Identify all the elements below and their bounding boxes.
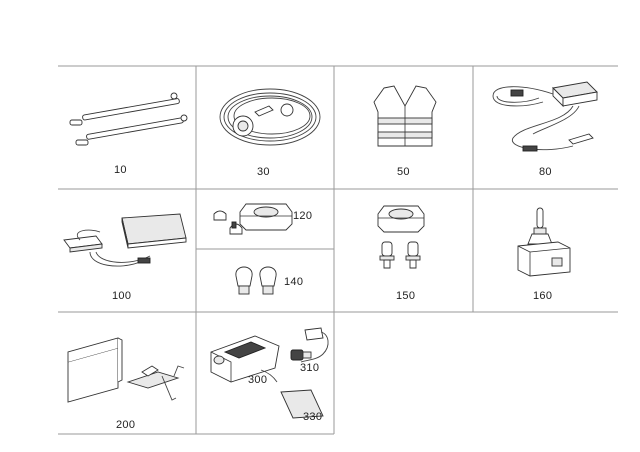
part-number-80: 80 bbox=[539, 166, 552, 178]
spare-bulbs-icon bbox=[235, 266, 277, 295]
compressor-icon bbox=[210, 335, 280, 383]
part-number-120: 120 bbox=[293, 210, 313, 222]
part-number-200: 200 bbox=[116, 419, 136, 431]
tow-bar-icon bbox=[69, 92, 188, 146]
part-number-10: 10 bbox=[114, 164, 127, 176]
part-number-140: 140 bbox=[284, 276, 304, 288]
part-number-160: 160 bbox=[533, 290, 553, 302]
part-number-30: 30 bbox=[257, 166, 270, 178]
adapter-cable-icon bbox=[290, 327, 329, 363]
charger-kit-icon bbox=[63, 213, 187, 267]
jack-and-case-icon bbox=[67, 337, 185, 403]
headlamp-bulb-set-icon bbox=[377, 205, 425, 269]
part-number-330: 330 bbox=[303, 411, 323, 423]
sticker-icon bbox=[280, 389, 324, 419]
part-number-50: 50 bbox=[397, 166, 410, 178]
safety-vest-icon bbox=[373, 85, 437, 147]
part-number-310: 310 bbox=[300, 362, 320, 374]
part-number-150: 150 bbox=[396, 290, 416, 302]
xenon-bulb-icon bbox=[517, 207, 571, 277]
part-number-300: 300 bbox=[248, 374, 268, 386]
tow-rope-icon bbox=[219, 88, 321, 146]
battery-charger-icon bbox=[492, 81, 598, 152]
bulb-set-icon bbox=[213, 203, 293, 235]
part-number-100: 100 bbox=[112, 290, 132, 302]
